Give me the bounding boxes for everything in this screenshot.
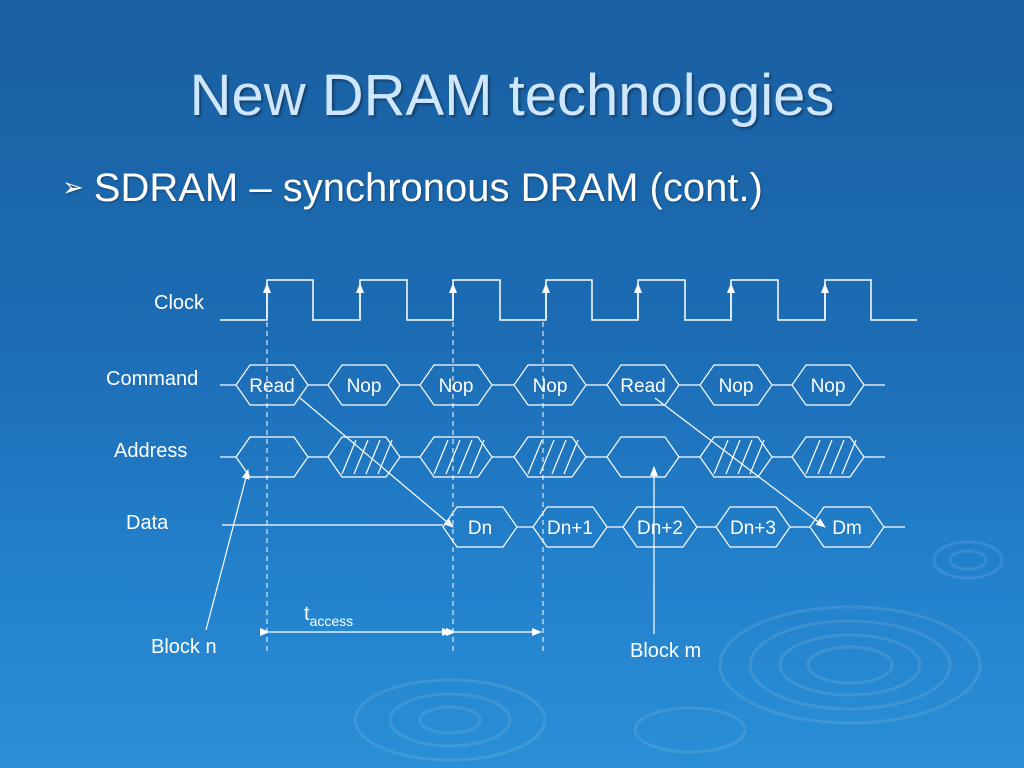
dont-care-hatch <box>841 439 857 475</box>
dont-care-hatch <box>805 439 821 475</box>
taccess-subscript: access <box>310 613 354 629</box>
address-slot <box>699 436 773 478</box>
dont-care-hatch <box>563 439 579 475</box>
dont-care-hatch <box>829 439 845 475</box>
dont-care-hatch <box>445 439 461 475</box>
address-slot <box>419 436 493 478</box>
clock-label: Clock <box>154 292 205 314</box>
address-slot <box>235 436 309 478</box>
command-bus <box>220 364 885 406</box>
command-6: Nop <box>719 376 754 397</box>
address-slot <box>791 436 865 478</box>
command-7: Nop <box>811 376 846 397</box>
dont-care-hatch <box>713 439 729 475</box>
address-label: Address <box>114 440 187 462</box>
dont-care-hatch <box>469 439 485 475</box>
command-label: Command <box>106 368 198 390</box>
slide-title: New DRAM technologies <box>189 63 835 128</box>
dont-care-hatch <box>433 439 449 475</box>
read-to-dm-arrow <box>654 397 826 528</box>
dont-care-hatch <box>377 439 393 475</box>
data-word-2: Dn+1 <box>547 518 593 539</box>
dont-care-hatch <box>551 439 567 475</box>
dont-care-hatch <box>817 439 833 475</box>
dont-care-hatch <box>749 439 765 475</box>
block-m-label: Block m <box>630 640 701 662</box>
bullet-text: SDRAM – synchronous DRAM (cont.) <box>93 166 763 210</box>
dont-care-hatch <box>539 439 555 475</box>
bullet-arrow-icon: ➢ <box>62 172 84 202</box>
clock-waveform <box>220 279 917 321</box>
data-word-5: Dm <box>832 518 862 539</box>
block-n-label: Block n <box>151 636 217 658</box>
data-word-1: Dn <box>468 518 492 539</box>
command-3: Nop <box>439 376 474 397</box>
dont-care-hatch <box>457 439 473 475</box>
address-slot <box>327 436 401 478</box>
command-4: Nop <box>533 376 568 397</box>
timing-guides <box>266 322 544 655</box>
address-slot <box>513 436 587 478</box>
data-bus <box>222 506 905 548</box>
dont-care-hatch <box>353 439 369 475</box>
data-label: Data <box>126 512 169 534</box>
taccess-label: taccess <box>304 603 353 629</box>
command-5: Read <box>620 376 665 397</box>
clock-edge-arrows <box>263 283 829 318</box>
command-1: Read <box>249 376 294 397</box>
dont-care-hatch <box>365 439 381 475</box>
block-n-pointer <box>205 469 250 631</box>
data-word-3: Dn+2 <box>637 518 683 539</box>
data-word-4: Dn+3 <box>730 518 776 539</box>
address-slot <box>606 436 680 478</box>
address-bus <box>220 436 885 478</box>
dont-care-hatch <box>341 439 357 475</box>
bullet-item: ➢ SDRAM – synchronous DRAM (cont.) <box>62 166 763 211</box>
dont-care-hatch <box>527 439 543 475</box>
dont-care-hatch <box>737 439 753 475</box>
command-2: Nop <box>347 376 382 397</box>
read-to-dn-arrow <box>299 397 454 528</box>
